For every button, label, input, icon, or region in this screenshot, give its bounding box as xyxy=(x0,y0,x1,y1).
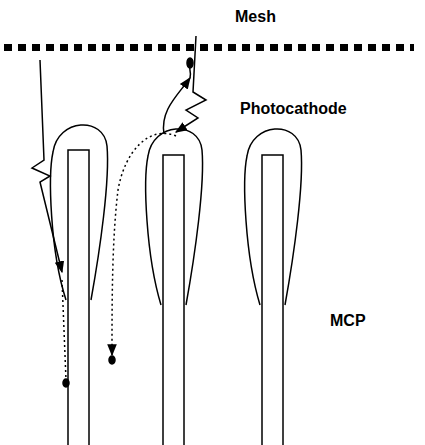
mesh-grid xyxy=(4,40,414,55)
photocathode-layers xyxy=(51,125,302,305)
part-label: Photocathode xyxy=(240,100,347,118)
part-label: Mesh xyxy=(235,8,276,26)
photon-paths xyxy=(32,36,206,272)
photoelectron-paths xyxy=(62,58,193,387)
part-label: MCP xyxy=(330,312,366,330)
mcp-walls xyxy=(68,150,283,445)
